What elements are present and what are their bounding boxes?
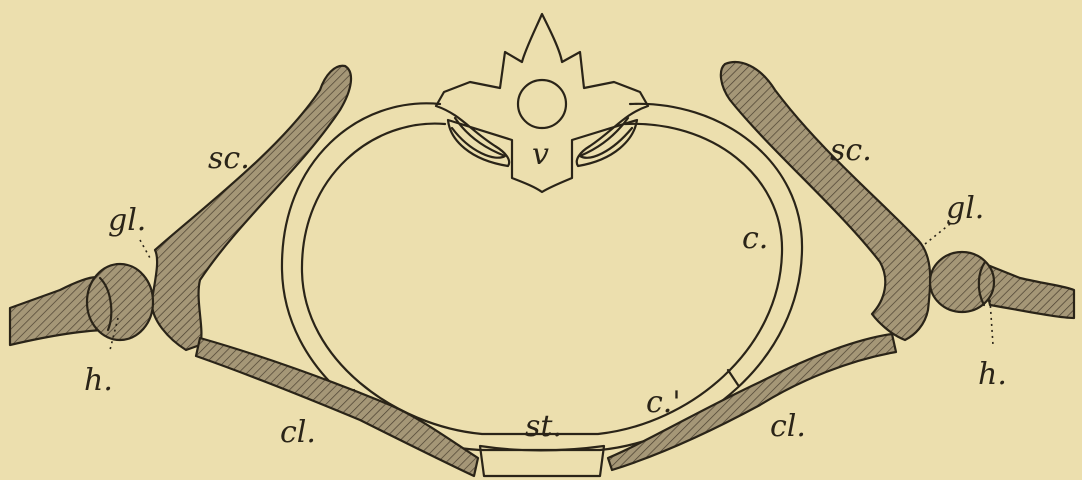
label-h-left: h. xyxy=(84,363,113,398)
label-h-right: h. xyxy=(978,357,1007,392)
humerus-left-head xyxy=(87,264,153,340)
labels: v sc. sc. gl. gl. h. h. c. c.' cl. cl. s… xyxy=(84,133,1007,450)
humerus-right-head xyxy=(930,252,994,312)
label-gl-left: gl. xyxy=(108,203,146,238)
label-gl-right: gl. xyxy=(946,191,984,226)
label-c: c. xyxy=(742,221,768,256)
transverse-process-right xyxy=(580,118,632,158)
humerus-right-shaft xyxy=(980,262,1074,318)
label-cl-left: cl. xyxy=(280,415,316,450)
label-st: st. xyxy=(525,409,562,444)
vertebral-foramen xyxy=(518,80,566,128)
scapula-left xyxy=(152,66,351,350)
transverse-process-left xyxy=(452,118,505,158)
label-sc-right: sc. xyxy=(830,133,872,168)
label-v: v xyxy=(532,137,549,172)
scapula-right xyxy=(721,62,930,340)
costal-division-right xyxy=(728,370,738,385)
scapula-right-shape xyxy=(721,62,930,340)
label-cl-right: cl. xyxy=(770,409,806,444)
leader-gl-left xyxy=(140,240,150,258)
humerus-left xyxy=(10,264,153,345)
scapula-left-shape xyxy=(152,66,351,350)
leader-h-right xyxy=(990,300,993,345)
leader-lines xyxy=(110,224,993,350)
label-c-prime: c.' xyxy=(646,385,681,420)
label-sc-left: sc. xyxy=(208,141,250,176)
humerus-right xyxy=(930,252,1074,318)
leader-gl-right xyxy=(925,224,950,244)
